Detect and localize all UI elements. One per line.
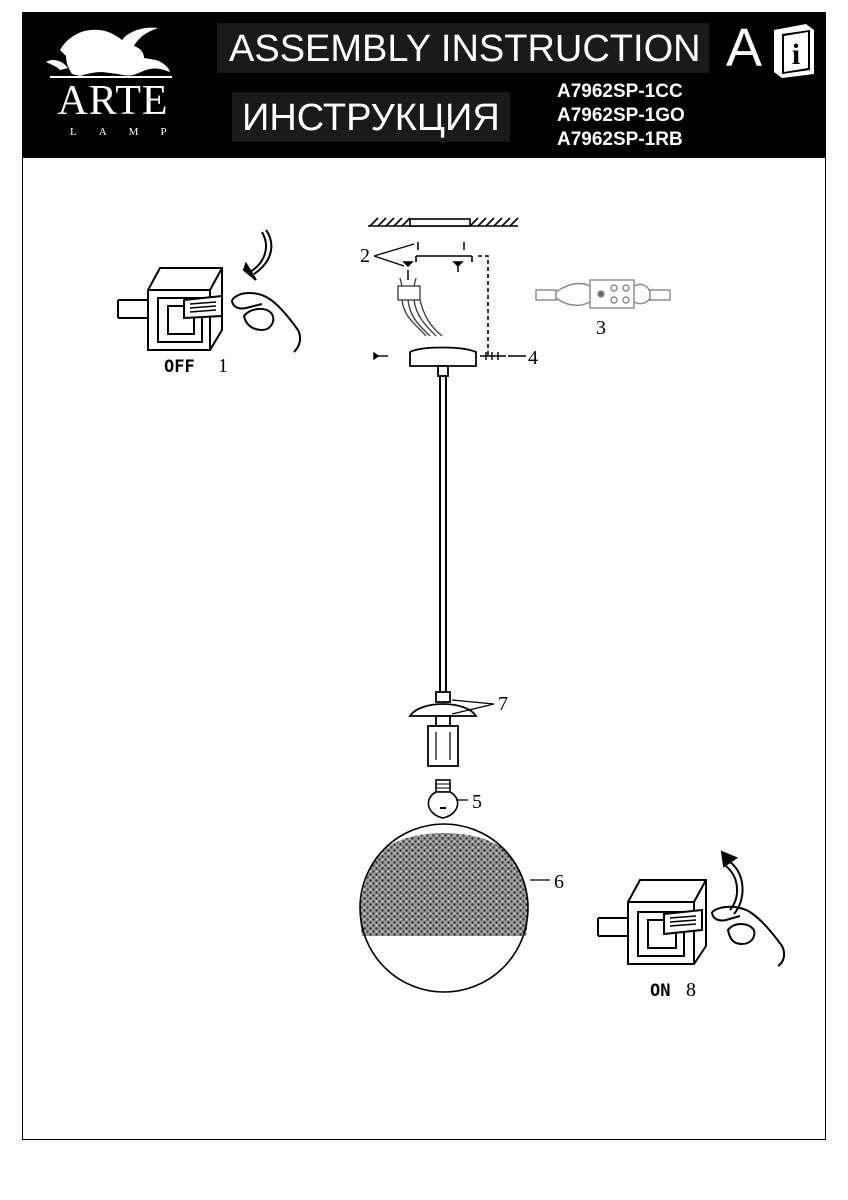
title-russian: ИНСТРУКЦИЯ <box>232 92 510 142</box>
step-number: 2 <box>360 245 370 267</box>
wiring-icon <box>397 277 443 337</box>
screw-icon <box>402 242 465 280</box>
griffin-logo-icon <box>46 27 172 78</box>
step-number: 6 <box>554 871 564 893</box>
mounting-bracket-icon <box>415 255 489 356</box>
lamp-cap-icon <box>408 691 478 767</box>
step-number: 3 <box>596 317 606 339</box>
model-code: A7962SP-1GO <box>557 105 685 126</box>
light-bulb-icon <box>427 779 459 819</box>
svg-text:i: i <box>792 38 800 71</box>
side-screw-icon <box>373 351 526 361</box>
ceiling-icon <box>368 217 519 227</box>
step-number: 7 <box>498 693 508 715</box>
step-number: 1 <box>218 355 228 377</box>
brand-subtitle: LAMP <box>70 126 189 138</box>
brand-name: ARTE <box>57 78 169 124</box>
hand-icon <box>711 905 786 967</box>
step-number: 4 <box>528 347 538 369</box>
step-off-label: OFF <box>164 357 195 377</box>
wall-switch-on-icon <box>597 879 707 965</box>
step-number: 8 <box>686 979 696 1001</box>
canopy-icon <box>409 346 477 377</box>
step-number: 5 <box>472 791 482 813</box>
manual-book-info-icon: i <box>774 24 814 78</box>
step-on-label: ON <box>650 981 670 1001</box>
terminal-block-icon <box>535 279 671 309</box>
model-list: A7962SP-1CC A7962SP-1GO A7962SP-1RB <box>557 80 685 152</box>
arrow-up-icon <box>720 850 744 915</box>
model-code: A7962SP-1CC <box>557 81 683 102</box>
model-code: A7962SP-1RB <box>557 129 683 150</box>
suspension-cable-icon <box>439 376 447 692</box>
badge-letter: A <box>726 18 763 78</box>
knitted-shade-icon <box>359 823 529 993</box>
wall-switch-off-icon <box>117 267 223 351</box>
title-english: ASSEMBLY INSTRUCTION <box>217 23 709 73</box>
arrow-down-icon <box>242 229 273 281</box>
hand-icon <box>231 292 302 353</box>
